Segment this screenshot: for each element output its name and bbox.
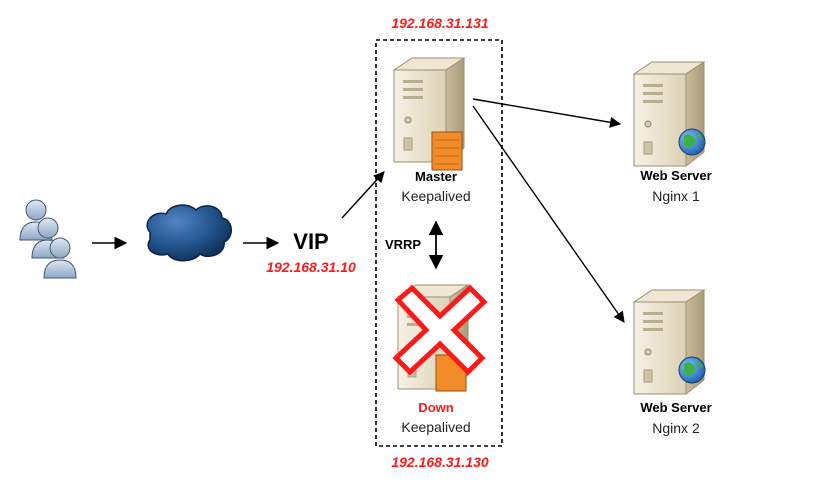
cross-icon [392,284,488,376]
web-server-2-icon [633,289,706,395]
master-to-web2-arrow [472,105,625,323]
master-server-icon [393,57,465,171]
web-server-2-name: Nginx 2 [652,420,700,436]
vrrp-label: VRRP [384,237,422,252]
cloud-icon [146,204,232,262]
lb-bottom-ip: 192.168.31.130 [391,454,489,470]
master-to-web1-arrow [472,98,622,128]
vip-to-master-arrow [341,171,385,219]
web-server-1-name: Nginx 1 [652,188,700,204]
master-role: Master [415,169,457,184]
web-server-1-icon [633,61,706,167]
web-server-2-role: Web Server [640,400,712,415]
lb-group-box [375,39,503,447]
vip-ip: 192.168.31.10 [266,259,356,275]
users-icon [19,199,77,279]
web-server-1-role: Web Server [640,168,712,183]
backup-software: Keepalived [401,419,471,435]
lb-top-ip: 192.168.31.131 [391,15,489,31]
backup-role: Down [418,400,454,415]
master-software: Keepalived [401,188,471,204]
vip-label: VIP [293,229,329,254]
